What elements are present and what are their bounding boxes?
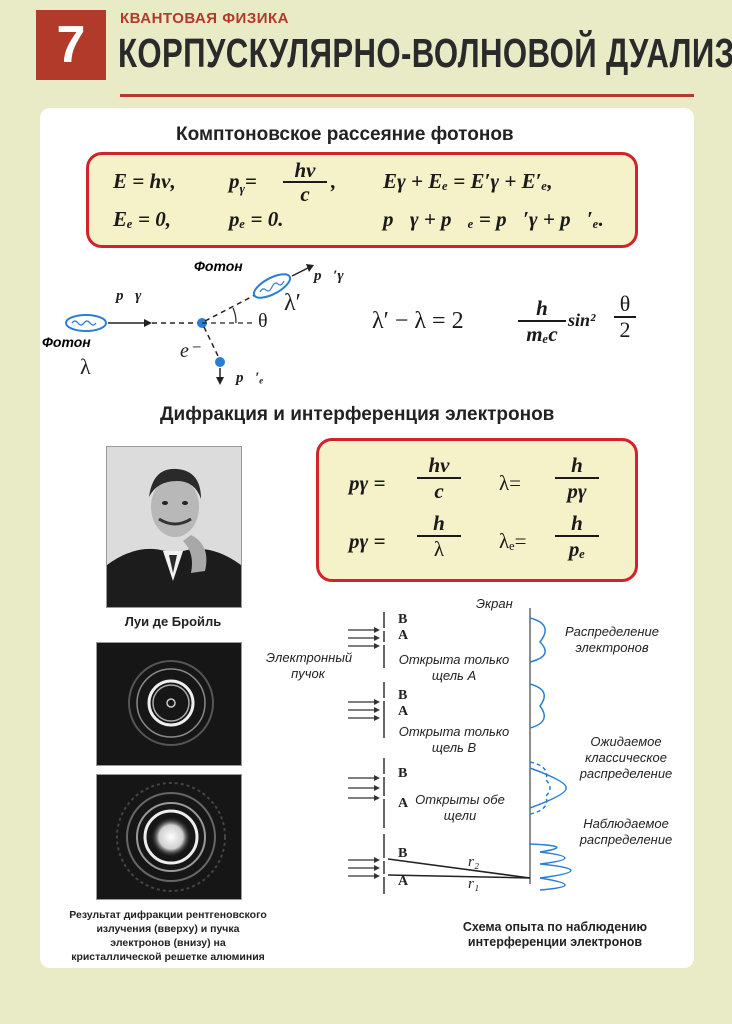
- label-photon-out: Фотон: [194, 258, 243, 274]
- scheme-caption: Схема опыта по наблюдению интерференции …: [462, 920, 648, 949]
- label-theta: θ: [258, 310, 268, 332]
- row1-right-label: Распределение электронов: [564, 624, 660, 655]
- de-broglie-formula-box: pγ = hν c λ= h pγ pγ = h λ λₑ= h pₑ: [316, 438, 638, 582]
- scheme-row-1: [348, 612, 546, 668]
- row4-right-label: Наблюдаемое распределение: [579, 816, 673, 847]
- label-r1: r₁: [468, 876, 480, 892]
- label-p-gamma: p⃗γ: [116, 288, 142, 304]
- formula-2-lhs: λ=: [499, 471, 522, 495]
- compton-diagram: [65, 264, 314, 385]
- row3-right-label: Ожидаемое классическое распределение: [579, 734, 673, 781]
- header-subtitle: КВАНТОВАЯ ФИЗИКА: [120, 10, 289, 27]
- formula-p-gamma: pγ=: [229, 169, 257, 197]
- row1-slit-b: B: [398, 612, 408, 627]
- incoming-photon-icon: [65, 314, 107, 332]
- formula-p-gamma-fraction: hν c: [283, 159, 327, 205]
- row1-slit-a: A: [398, 628, 409, 643]
- formula-3-lhs: pγ =: [349, 529, 386, 553]
- formula-pe-zero: pₑ = 0.: [229, 207, 284, 231]
- recoil-electron-dot: [215, 357, 225, 367]
- page-title: КОРПУСКУЛЯРНО-ВОЛНОВОЙ ДУАЛИЗМ: [118, 30, 732, 76]
- header-divider: [120, 94, 694, 97]
- row3-label: Открыты обе щели: [415, 792, 505, 823]
- compton-shift-fraction-2: θ 2: [614, 292, 636, 342]
- scheme-row-2: [348, 682, 545, 738]
- formula-3-fraction: h λ: [417, 511, 461, 561]
- formula-energy: E = hν,: [113, 169, 176, 193]
- formula-momentum-conservation: p⃗γ + p⃗ₑ = p⃗′γ + p⃗′ₑ.: [383, 207, 604, 231]
- xray-diffraction-photo: [96, 642, 242, 766]
- double-slit-scheme: [348, 608, 572, 894]
- label-screen: Экран: [476, 596, 513, 611]
- label-r2: r₂: [468, 854, 480, 870]
- row3-slit-a: A: [398, 796, 409, 811]
- formula-1-fraction: hν c: [417, 453, 461, 503]
- diffraction-title: Дифракция и интерференция электронов: [160, 404, 555, 425]
- diffraction-caption: Результат дифракции рентгеновского излуч…: [69, 909, 267, 963]
- row3-slit-b: B: [398, 766, 408, 781]
- formula-ee-zero: Eₑ = 0,: [113, 207, 172, 231]
- portrait-de-broglie: [106, 446, 242, 608]
- label-electron: e⁻: [180, 340, 200, 362]
- formula-1-lhs: pγ =: [349, 471, 386, 495]
- compton-shift-lhs: λ′ − λ = 2: [372, 308, 464, 334]
- scheme-row-4: [348, 834, 572, 894]
- compton-title: Комптоновское рассеяние фотонов: [176, 124, 514, 145]
- label-lambda: λ: [80, 354, 91, 379]
- portrait-caption: Луи де Бройль: [124, 614, 222, 629]
- row2-slit-b: B: [398, 688, 408, 703]
- label-photon-in: Фотон: [42, 334, 91, 350]
- row2-slit-a: A: [398, 704, 409, 719]
- compton-formula-box: E = hν, pγ= hν c , Eγ + Eₑ = E′γ + E′ₑ, …: [86, 152, 638, 248]
- scheme-row-3: [348, 758, 567, 828]
- row1-label: Открыта только щель А: [398, 652, 510, 683]
- row2-label: Открыта только щель В: [398, 724, 510, 755]
- electron-diffraction-photo: [96, 774, 242, 900]
- label-lambda-prime: λ′: [284, 290, 301, 316]
- row4-slit-a: A: [398, 874, 409, 889]
- label-electron-beam: Электронный пучок: [266, 650, 353, 681]
- row4-slit-b: B: [398, 846, 408, 861]
- compton-shift-fraction: h mₑc: [518, 296, 566, 346]
- chapter-number: 7: [36, 10, 106, 80]
- compton-shift-sin: sin²: [568, 310, 596, 330]
- formula-2-fraction: h pγ: [555, 453, 599, 503]
- formula-4-fraction: h pₑ: [555, 511, 599, 561]
- label-p-e-prime: p⃗′ₑ: [236, 370, 264, 386]
- formula-energy-conservation: Eγ + Eₑ = E′γ + E′ₑ,: [383, 169, 553, 193]
- label-p-gamma-prime: p⃗′γ: [314, 268, 344, 284]
- formula-4-lhs: λₑ=: [499, 529, 527, 553]
